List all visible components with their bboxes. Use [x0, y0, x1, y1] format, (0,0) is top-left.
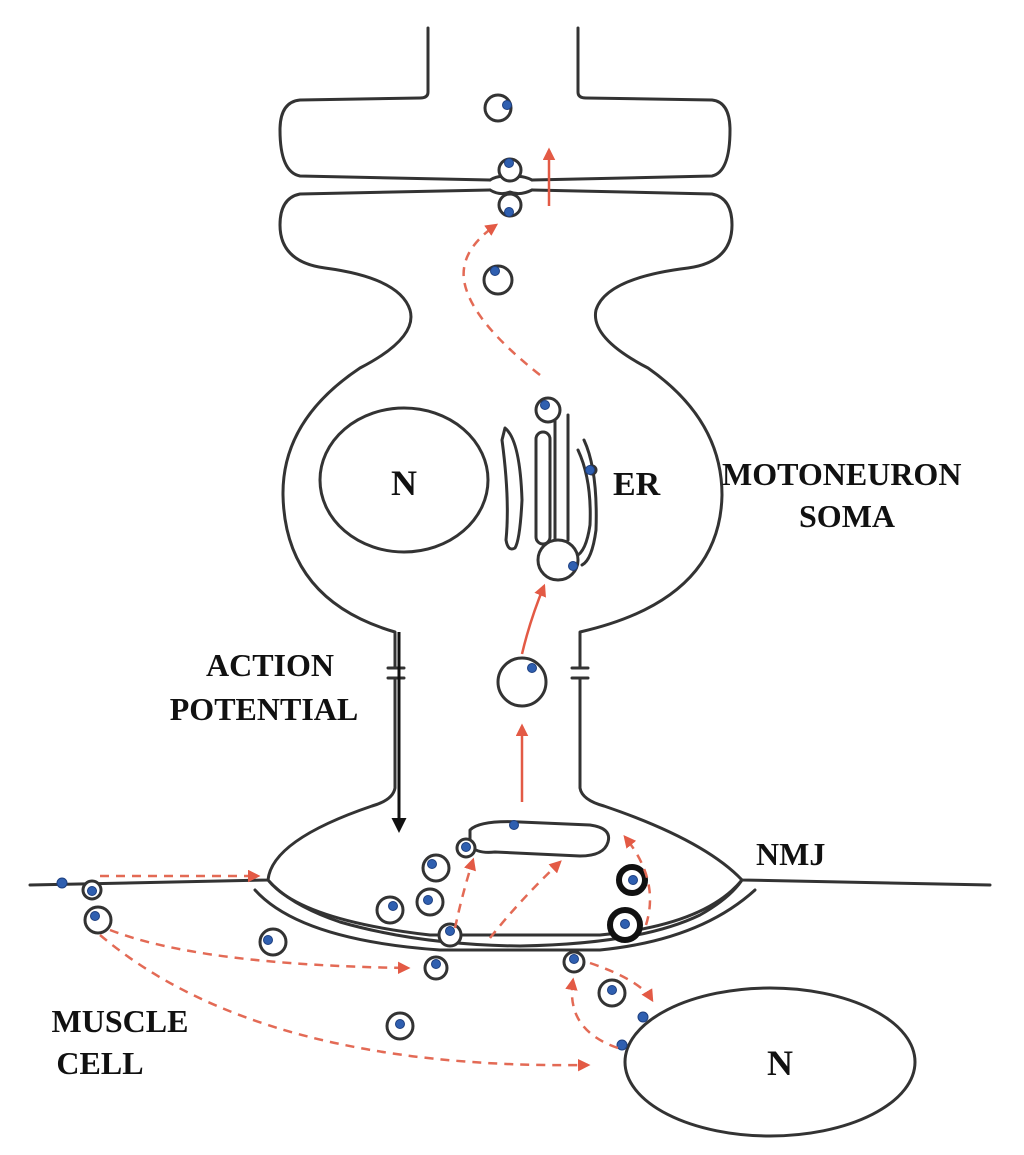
- soma-nucleus-label: N: [391, 463, 417, 503]
- transport-arrows: [99, 147, 654, 1072]
- motoneuron-label-line1: MOTONEURON: [722, 456, 961, 492]
- soma-nucleus: N: [318, 406, 490, 554]
- muscle-nucleus-label: N: [767, 1043, 793, 1083]
- muscle-nucleus: N: [623, 986, 917, 1138]
- action-potential-label-line1: ACTION: [206, 647, 334, 683]
- er-label: ER: [613, 466, 661, 503]
- motoneuron-soma-membrane: [28, 188, 992, 887]
- nmj-label: NMJ: [756, 836, 825, 872]
- vesicles: [56, 93, 649, 1051]
- muscle-cell-label-line2: CELL: [56, 1045, 143, 1081]
- endoplasmic-reticulum: [500, 413, 598, 567]
- nmj-junction-membrane: [253, 878, 757, 952]
- action-potential-label-line2: POTENTIAL: [170, 691, 358, 727]
- muscle-cell-label-line1: MUSCLE: [52, 1003, 189, 1039]
- motoneuron-label-line2: SOMA: [799, 498, 895, 534]
